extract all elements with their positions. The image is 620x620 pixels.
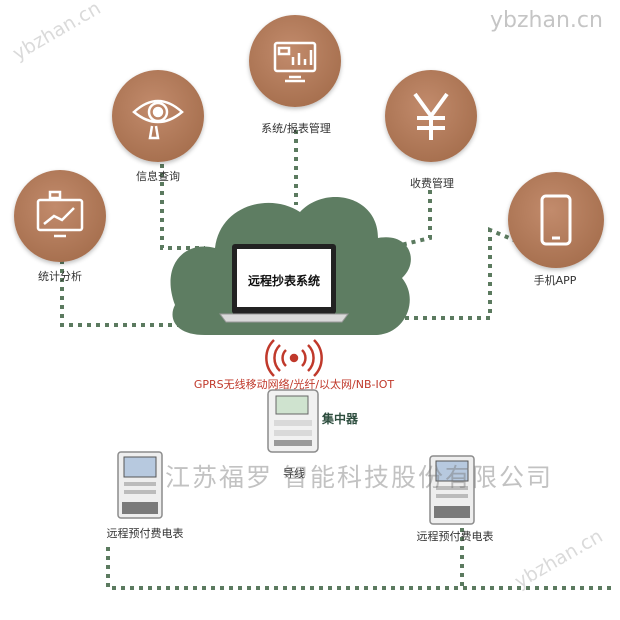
dashboard-monitor-icon: [273, 41, 317, 83]
trend-monitor-icon: [36, 190, 84, 238]
connector-fee-management: [371, 190, 432, 254]
company-watermark: 江苏福罗 智能科技股份有限公司: [165, 463, 553, 492]
wireless-signal-icon: [265, 339, 323, 377]
laptop-icon: [219, 244, 349, 323]
yen-icon: [413, 92, 449, 140]
meter-label-left: 远程预付费电表: [106, 527, 184, 540]
meter-device-left: [117, 451, 163, 519]
node-info-query: [112, 70, 204, 162]
node-system-report: [249, 15, 341, 107]
label-statistics: 统计分析: [38, 270, 82, 283]
label-info-query: 信息查询: [136, 170, 180, 183]
network-label: GPRS无线移动网络/光纤/以太网/NB-IOT: [193, 378, 395, 391]
connector-info-query: [160, 155, 205, 250]
eye-magnifier-icon: [132, 99, 184, 140]
connector-statistics: [60, 260, 180, 327]
node-mobile-app: [508, 172, 604, 268]
node-statistics: [14, 170, 106, 262]
meter-label-right: 远程预付费电表: [416, 530, 494, 543]
label-mobile-app: 手机APP: [533, 274, 577, 287]
meter-device-right: [429, 455, 475, 525]
center-title: 远程抄表系统: [247, 274, 320, 288]
connectors: [60, 130, 612, 590]
concentrator-label: 集中器: [321, 412, 359, 426]
label-system-report: 系统/报表管理: [261, 122, 331, 135]
smartphone-icon: [540, 194, 572, 246]
line-label: 导线: [283, 467, 305, 480]
label-fee-management: 收费管理: [410, 177, 454, 190]
concentrator-device: [267, 389, 319, 453]
node-fee-management: [385, 70, 477, 162]
site-watermark-top-right: ybzhan.cn: [490, 8, 603, 33]
connector-mobile-app: [405, 227, 551, 320]
